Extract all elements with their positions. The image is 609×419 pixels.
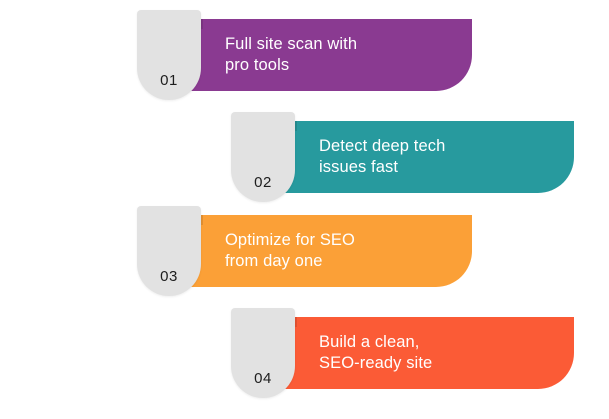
step-row: Build a clean, SEO-ready site 04: [231, 308, 574, 398]
step-bar: Detect deep tech issues fast: [275, 121, 574, 193]
step-number-badge: 02: [231, 112, 295, 202]
step-number: 02: [254, 174, 272, 191]
step-bar: Build a clean, SEO-ready site: [275, 317, 574, 389]
step-number: 04: [254, 370, 272, 387]
step-label: Optimize for SEO from day one: [225, 230, 355, 270]
step-number-badge: 04: [231, 308, 295, 398]
step-number-badge: 01: [137, 10, 201, 100]
step-row: Full site scan with pro tools 01: [137, 10, 472, 100]
step-bar: Full site scan with pro tools: [181, 19, 472, 91]
step-row: Detect deep tech issues fast 02: [231, 112, 574, 202]
step-label: Detect deep tech issues fast: [319, 136, 446, 176]
step-number-badge: 03: [137, 206, 201, 296]
step-row: Optimize for SEO from day one 03: [137, 206, 472, 296]
step-label: Build a clean, SEO-ready site: [319, 332, 433, 372]
step-number: 03: [160, 268, 178, 285]
step-label: Full site scan with pro tools: [225, 34, 358, 74]
step-number: 01: [160, 72, 178, 89]
step-bar: Optimize for SEO from day one: [181, 215, 472, 287]
